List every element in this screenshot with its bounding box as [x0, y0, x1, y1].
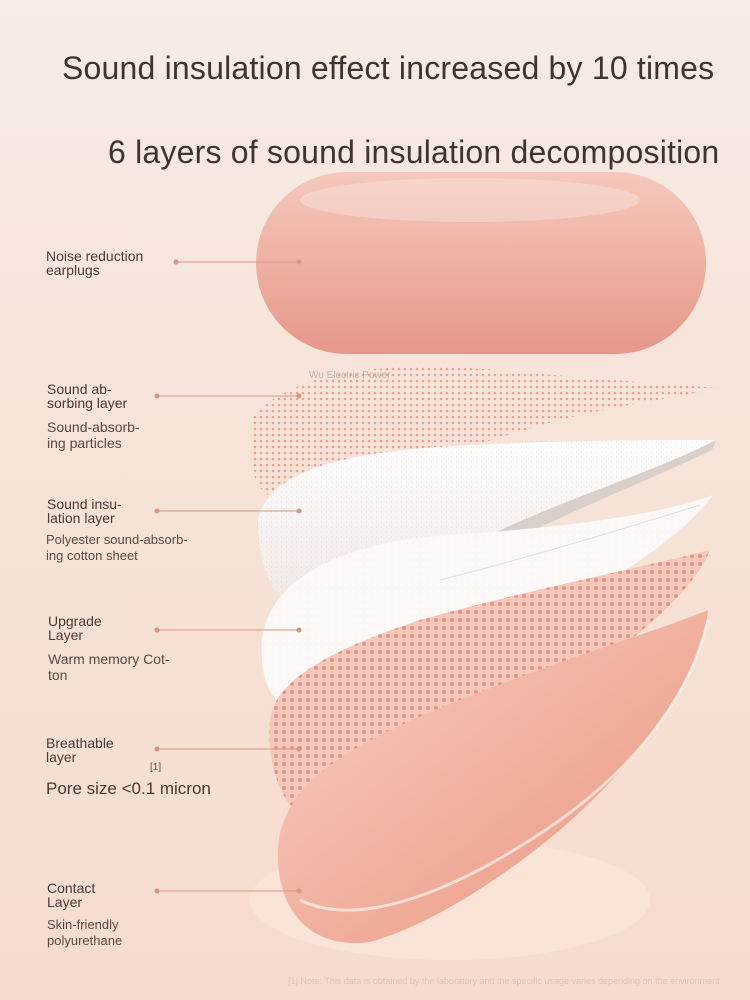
layer-label-upgrade: Upgrade Layer: [48, 613, 102, 643]
layer-detail-upgrade: Warm memory Cot- ton: [48, 651, 170, 683]
watermark: Wu Electric Power: [309, 370, 391, 381]
leader-lines: [154, 259, 302, 894]
earplug-shape: [256, 172, 706, 354]
layer-label-contact: Contact Layer: [47, 880, 96, 910]
subheadline: 6 layers of sound insulation decompositi…: [108, 134, 720, 170]
layer-detail-breathable: Pore size <0.1 micron: [46, 779, 211, 798]
contact-layer-shape: [250, 610, 710, 960]
layer-detail-contact: Skin-friendly polyurethane: [47, 917, 123, 948]
layer-detail-sound-absorbing: Sound-absorb- ing particles: [47, 419, 140, 451]
layer-detail-sound-insulation: Polyester sound-absorb- ing cotton sheet: [46, 532, 188, 563]
layer-label-breathable: Breathable layer: [46, 735, 114, 765]
headline: Sound insulation effect increased by 10 …: [62, 50, 715, 86]
footnote: [1] Note: This data is obtained by the l…: [288, 976, 720, 986]
layer-label-sound-absorbing: Sound ab- sorbing layer: [47, 381, 128, 411]
layer-label-sound-insulation: Sound insu- lation layer: [47, 496, 122, 526]
layer-label-earplugs: Noise reduction earplugs: [46, 248, 144, 278]
footnote-marker: [1]: [150, 762, 162, 773]
